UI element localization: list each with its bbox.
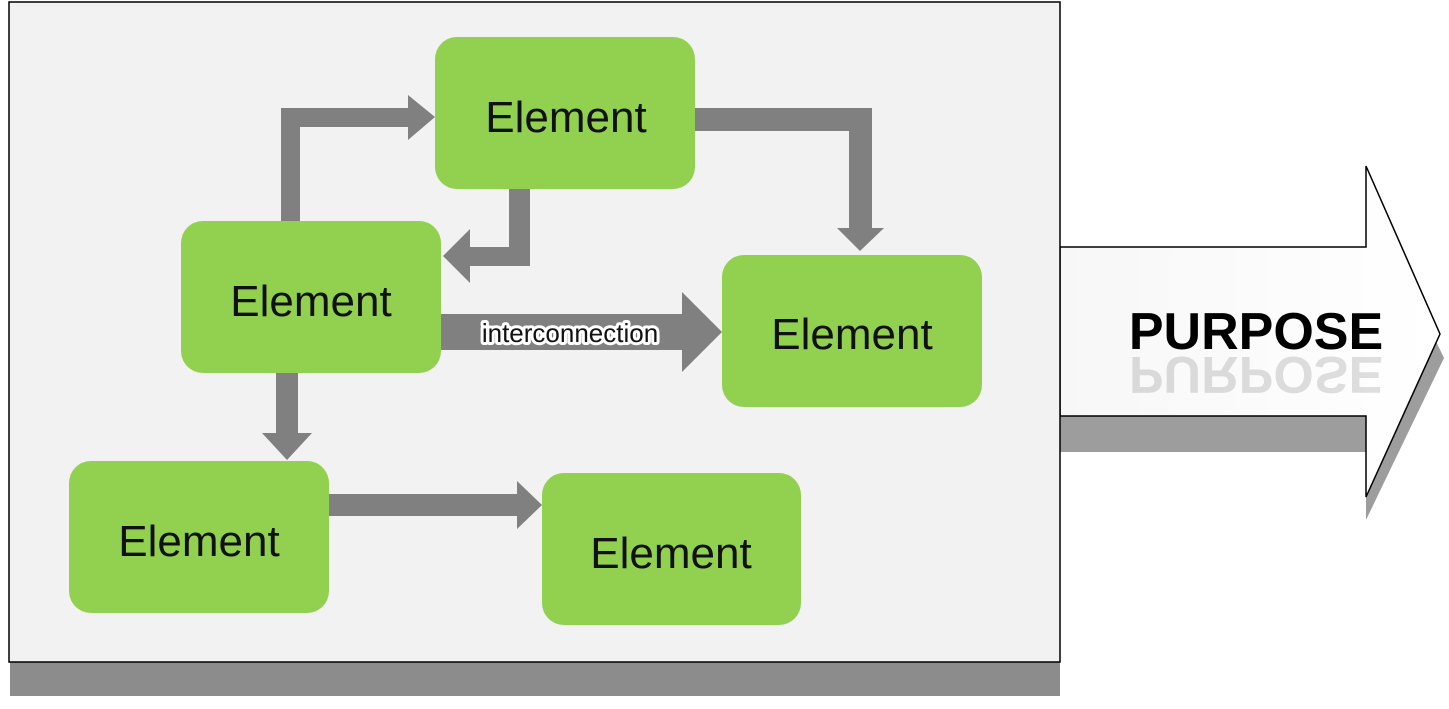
node-bottom-mid: Element xyxy=(542,473,801,625)
arrows xyxy=(262,95,884,529)
arrow-top-to-midright xyxy=(694,108,884,251)
node-mid-left: Element xyxy=(181,221,441,373)
arrow-midleft-to-top xyxy=(281,95,435,222)
purpose-arrow xyxy=(1059,165,1441,498)
node-label: Element xyxy=(485,93,646,142)
arrow-bottomleft-to-bottommid xyxy=(329,481,542,529)
node-label: Element xyxy=(230,277,391,326)
panel-shadow xyxy=(10,662,1060,696)
arrow-midleft-to-bottomleft xyxy=(262,373,312,460)
node-bottom-left: Element xyxy=(69,461,329,613)
node-label: Element xyxy=(590,529,751,578)
purpose-label: PURPOSE xyxy=(1129,303,1383,361)
arrow-midleft-to-midright xyxy=(441,292,722,372)
node-top: Element xyxy=(435,37,695,189)
node-label: Element xyxy=(118,517,279,566)
purpose-label-reflection: PURPOSE xyxy=(1129,345,1383,403)
arrow-top-to-midleft xyxy=(443,188,530,283)
interconnection-label: interconnection xyxy=(482,318,658,348)
node-label: Element xyxy=(771,310,932,359)
node-mid-right: Element xyxy=(722,255,982,407)
